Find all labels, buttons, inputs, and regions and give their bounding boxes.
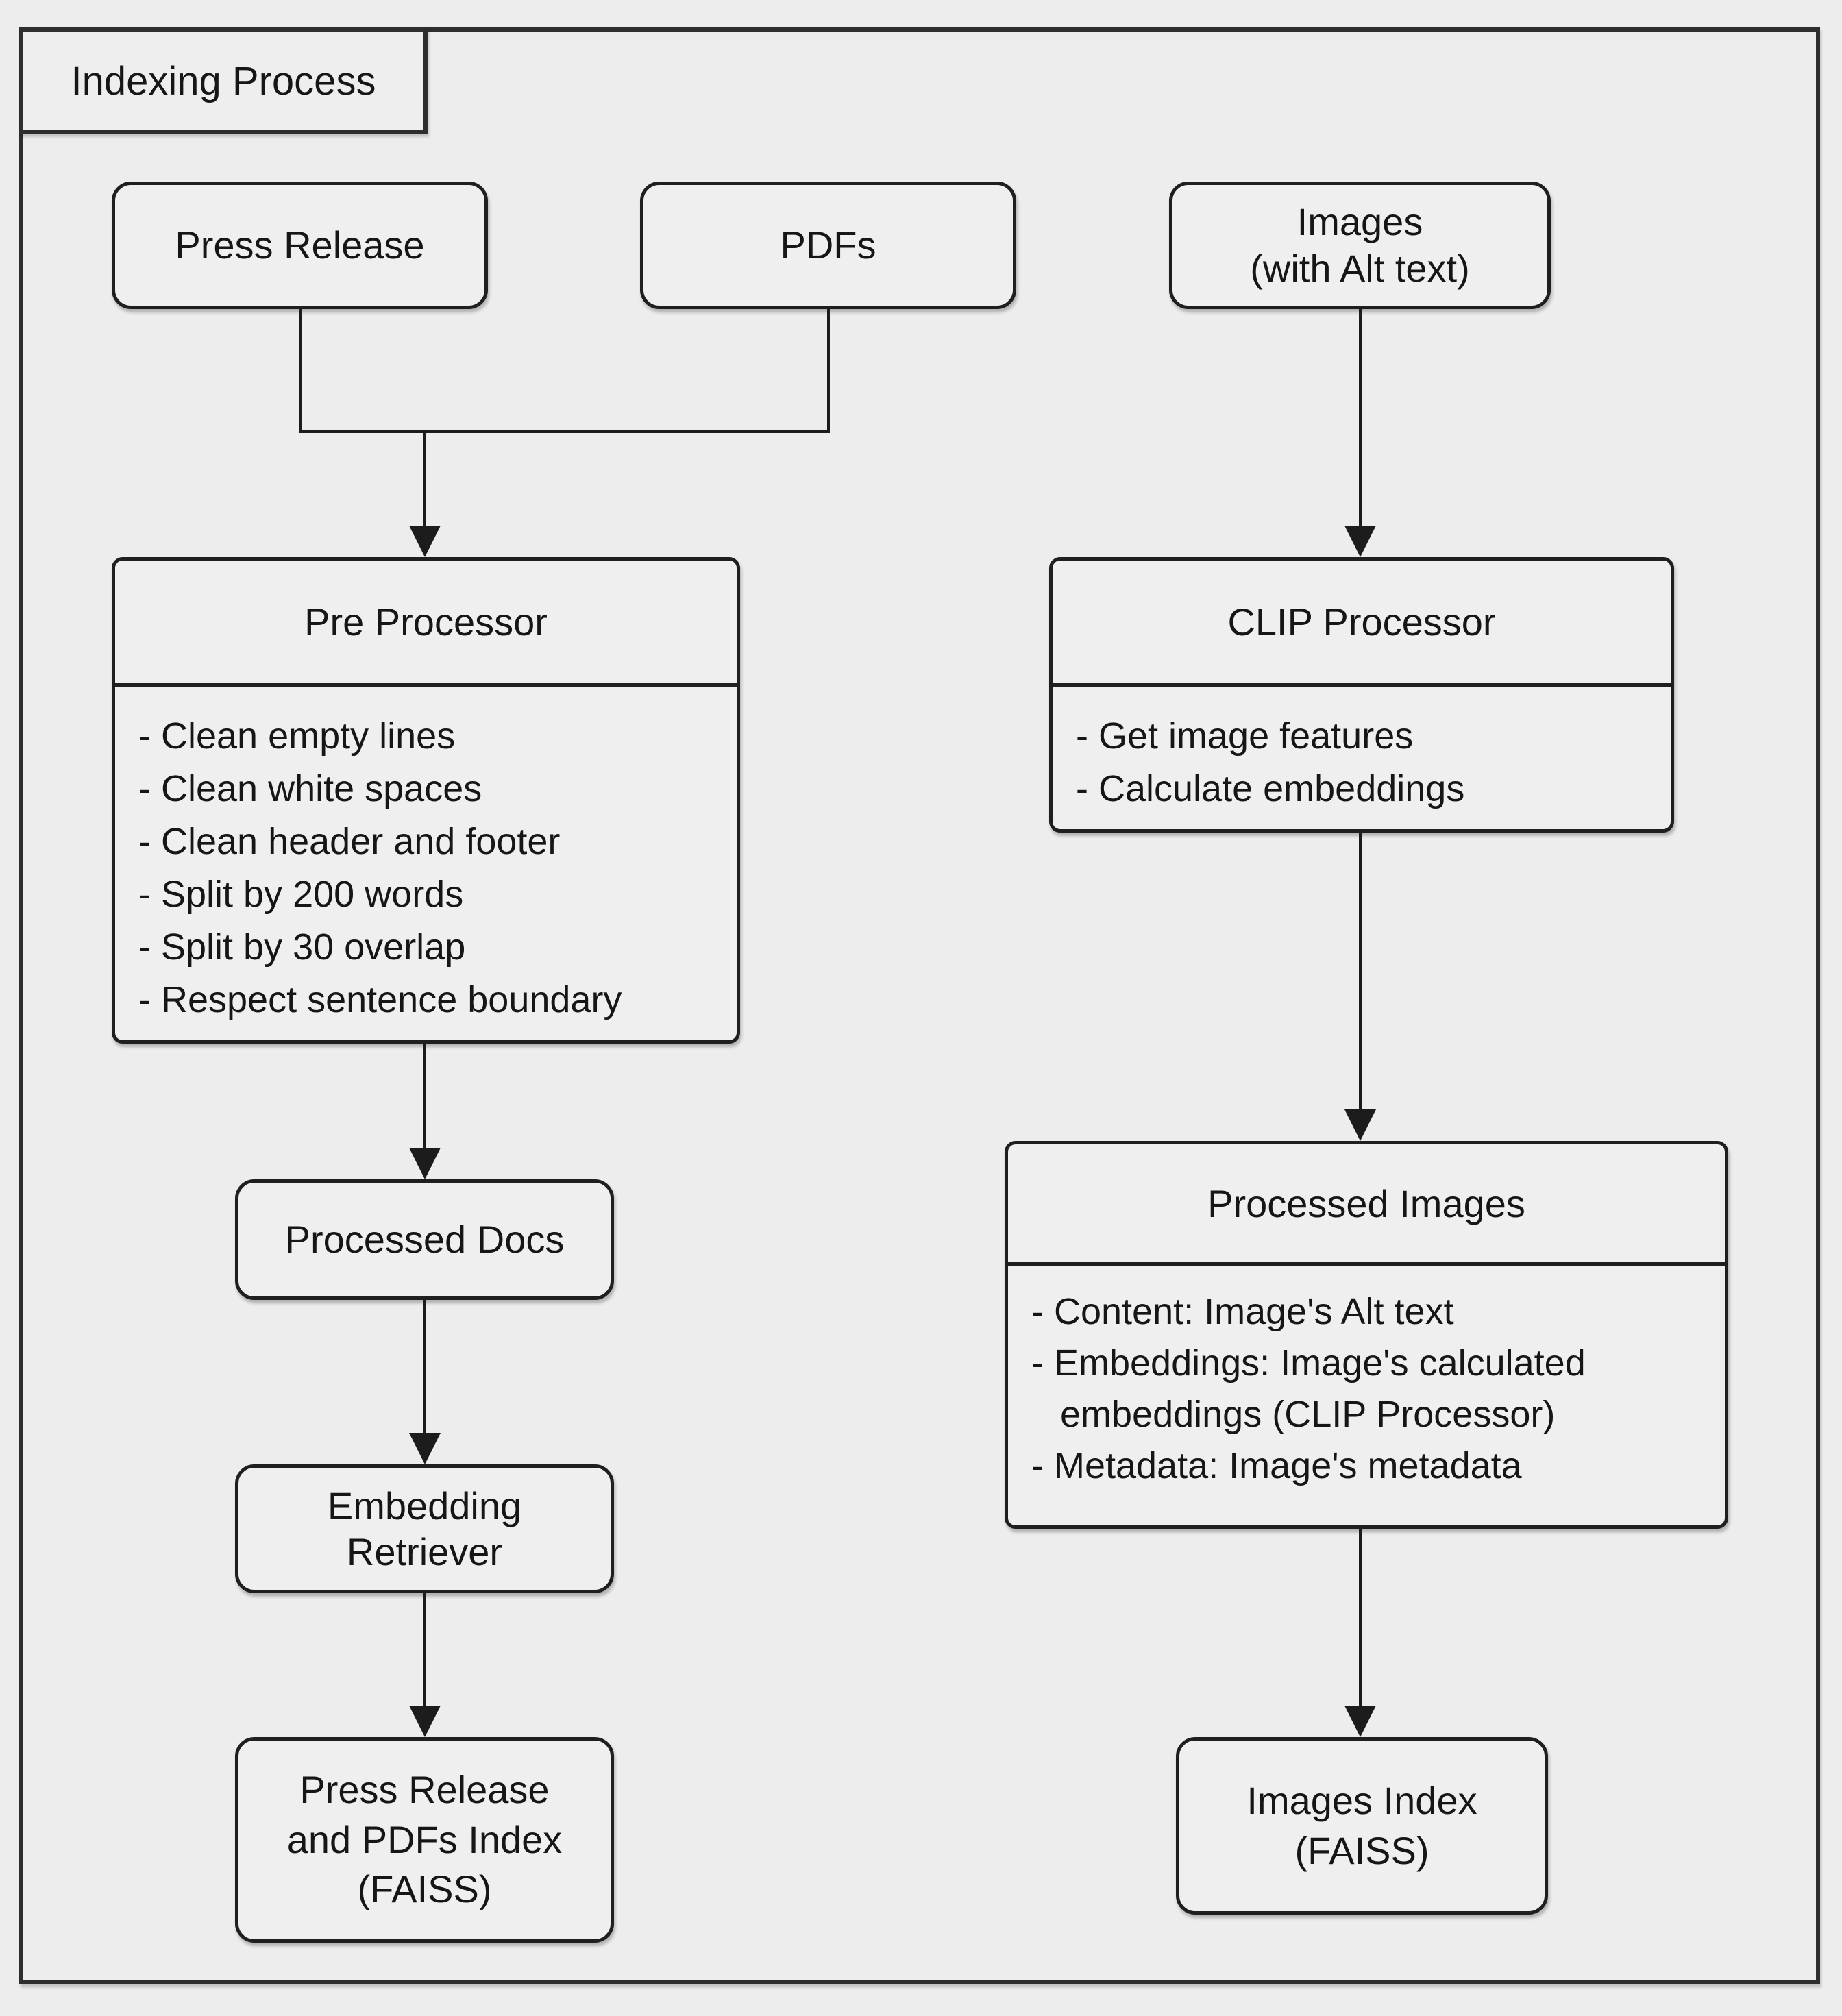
pre-processor-item: - Respect sentence boundary (138, 979, 622, 1020)
press-release-label: Press Release (175, 223, 425, 267)
node-processed-docs: Processed Docs (235, 1179, 614, 1300)
edge-press-release-down (299, 308, 302, 433)
processed-images-item: - Embeddings: Image's calculated embeddi… (1031, 1342, 1586, 1435)
pre-processor-item: - Clean empty lines (138, 715, 456, 757)
node-processed-images: Processed Images - Content: Image's Alt … (1005, 1141, 1728, 1529)
pre-processor-header: Pre Processor (115, 561, 737, 687)
edge-images-to-clip-processor (1359, 308, 1362, 527)
diagram-title: Indexing Process (71, 58, 376, 103)
pre-processor-title: Pre Processor (304, 600, 548, 643)
node-pdfs: PDFs (640, 182, 1016, 309)
clip-processor-item: - Calculate embeddings (1076, 768, 1465, 809)
node-press-release-pdfs-index: Press Release and PDFs Index (FAISS) (235, 1737, 614, 1943)
arrowhead-images-index (1344, 1706, 1376, 1737)
edge-embedding-retriever-to-index (423, 1593, 426, 1706)
node-images-index: Images Index (FAISS) (1176, 1737, 1548, 1915)
press-release-pdfs-index-label: Press Release and PDFs Index (FAISS) (286, 1767, 563, 1911)
arrowhead-processed-docs (409, 1148, 441, 1179)
diagram-title-box: Indexing Process (19, 27, 428, 134)
processed-images-title: Processed Images (1207, 1181, 1525, 1225)
images-label: Images (with Alt text) (1250, 199, 1470, 290)
edge-processed-images-to-images-index (1359, 1529, 1362, 1706)
node-press-release: Press Release (112, 182, 488, 309)
node-images: Images (with Alt text) (1169, 182, 1551, 309)
edge-merge-to-pre-processor (423, 432, 426, 526)
edge-processed-docs-to-embedding-retriever (423, 1300, 426, 1434)
node-pre-processor: Pre Processor - Clean empty lines - Clea… (112, 557, 740, 1044)
arrowhead-processed-images (1344, 1109, 1376, 1141)
pre-processor-body: - Clean empty lines - Clean white spaces… (115, 687, 737, 1027)
pdfs-label: PDFs (780, 223, 876, 267)
processed-images-header: Processed Images (1008, 1144, 1725, 1266)
edge-pre-processor-to-processed-docs (423, 1044, 426, 1148)
edge-pdfs-down (827, 308, 830, 433)
pre-processor-item: - Clean white spaces (138, 768, 482, 809)
embedding-retriever-label: Embedding Retriever (327, 1484, 522, 1573)
arrowhead-embedding-retriever (409, 1433, 441, 1464)
clip-processor-header: CLIP Processor (1053, 561, 1671, 687)
node-embedding-retriever: Embedding Retriever (235, 1464, 614, 1593)
pre-processor-item: - Split by 200 words (138, 874, 464, 915)
edge-clip-to-processed-images (1359, 833, 1362, 1110)
processed-images-item: - Content: Image's Alt text (1031, 1291, 1454, 1332)
edge-merge-horizontal (299, 430, 830, 433)
arrowhead-clip-processor (1344, 526, 1376, 557)
diagram-border (19, 27, 1820, 1984)
images-index-label: Images Index (FAISS) (1247, 1778, 1477, 1872)
arrowhead-press-release-pdfs-index (409, 1706, 441, 1737)
processed-images-body: - Content: Image's Alt text - Embeddings… (1008, 1266, 1725, 1492)
pre-processor-item: - Clean header and footer (138, 821, 561, 862)
node-clip-processor: CLIP Processor - Get image features - Ca… (1049, 557, 1674, 833)
clip-processor-item: - Get image features (1076, 715, 1414, 757)
clip-processor-body: - Get image features - Calculate embeddi… (1053, 687, 1671, 815)
processed-docs-label: Processed Docs (284, 1217, 565, 1261)
arrowhead-pre-processor (409, 526, 441, 557)
processed-images-item: - Metadata: Image's metadata (1031, 1445, 1522, 1486)
clip-processor-title: CLIP Processor (1227, 600, 1496, 643)
pre-processor-item: - Split by 30 overlap (138, 926, 466, 968)
